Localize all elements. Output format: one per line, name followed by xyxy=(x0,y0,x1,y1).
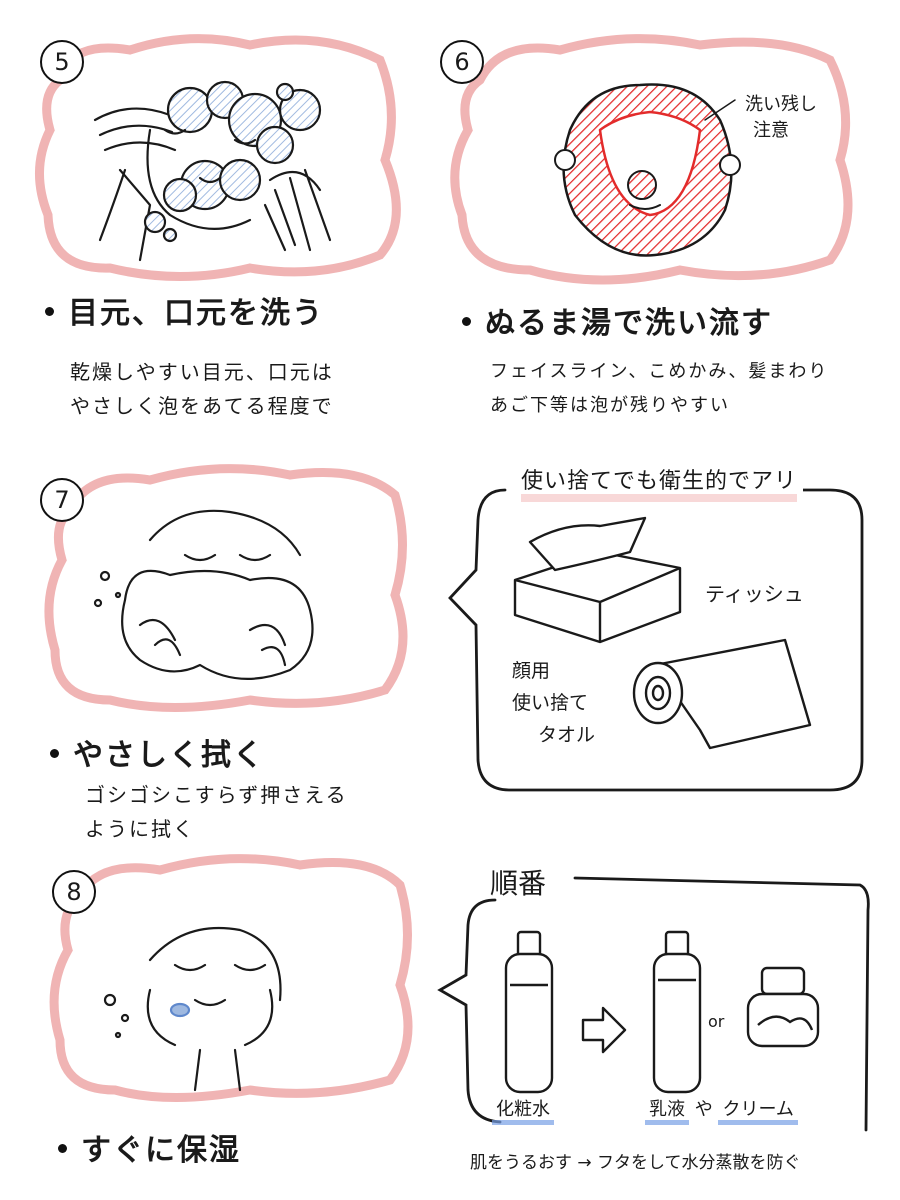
order-panel-footer: 肌をうるおす → フタをして水分蒸散を防ぐ xyxy=(470,1153,801,1173)
step-5-heading-text: 目元、口元を洗う xyxy=(68,296,324,331)
annotation-line-2: 注意 xyxy=(753,120,789,141)
arrow-right-icon xyxy=(581,1006,627,1054)
step-8-heading-text: すぐに保湿 xyxy=(81,1133,241,1168)
towel-tip-bubble xyxy=(448,488,864,792)
bullet-dot xyxy=(45,307,54,316)
step-number-7: 7 xyxy=(40,478,84,522)
tissue-label: ティッシュ xyxy=(705,582,804,606)
step-7-description-line-1: ゴシゴシこすらず押さえる xyxy=(85,783,348,807)
milk-label-text: 乳液 xyxy=(645,1099,689,1125)
order-panel-title: 順番 xyxy=(490,867,547,900)
bullet-dot xyxy=(58,1144,67,1153)
cloud-frame-5 xyxy=(35,34,401,281)
step-6-description-line-1: フェイスライン、こめかみ、髪まわり xyxy=(490,361,829,382)
cream-label-text: クリーム xyxy=(718,1099,798,1125)
step-5-description-line-1: 乾燥しやすい目元、口元は xyxy=(70,360,334,384)
order-or-label: or xyxy=(708,1012,725,1031)
towel-tip-title: 使い捨てでも衛生的でアリ xyxy=(515,463,804,502)
lotion-label-text: 化粧水 xyxy=(492,1099,554,1125)
face-rinse-illustration xyxy=(554,83,741,257)
cloud-frame-8 xyxy=(49,854,413,1102)
order-item-milk-cream-label: 乳液 や クリーム xyxy=(645,1095,798,1125)
step-8-heading: すぐに保湿 xyxy=(58,1125,247,1169)
step-5-heading: 目元、口元を洗う xyxy=(45,288,330,332)
step-6-description: フェイスライン、こめかみ、髪まわり あご下等は泡が残りやすい xyxy=(490,355,828,423)
connector-text: や xyxy=(694,1099,713,1120)
towel-label-line-3: タオル xyxy=(538,724,596,746)
bottle-milk-illustration xyxy=(652,930,702,1094)
order-panel-bracket xyxy=(437,876,870,1132)
step-7-heading: やさしく拭く xyxy=(50,730,271,774)
towel-wiping-illustration xyxy=(93,509,314,680)
face-towel-label: 顔用 使い捨て タオル xyxy=(512,655,595,751)
cream-jar-illustration xyxy=(746,966,820,1048)
towel-tip-title-text: 使い捨てでも衛生的でアリ xyxy=(521,469,798,502)
tissue-box-illustration xyxy=(513,516,682,644)
step-number-8: 8 xyxy=(52,870,96,914)
step-7-description: ゴシゴシこすらず押さえる ように拭く xyxy=(85,778,348,846)
towel-label-line-2: 使い捨て xyxy=(512,692,589,714)
step-5-description: 乾燥しやすい目元、口元は やさしく泡をあてる程度で xyxy=(70,355,334,423)
bullet-dot xyxy=(462,317,471,326)
towel-label-line-1: 顔用 xyxy=(512,660,551,682)
paper-towel-illustration xyxy=(632,638,812,750)
annotation-line-1: 洗い残し xyxy=(745,94,817,115)
step-number-5: 5 xyxy=(40,40,84,84)
step-6-heading: ぬるま湯で洗い流す xyxy=(462,298,779,342)
bullet-dot xyxy=(50,749,59,758)
step-6-heading-text: ぬるま湯で洗い流す xyxy=(485,306,773,341)
rinse-caution-annotation: 洗い残し 注意 xyxy=(745,92,817,144)
face-foam-illustration xyxy=(93,80,332,262)
bottle-lotion-illustration xyxy=(504,930,554,1094)
order-item-lotion-label: 化粧水 xyxy=(492,1095,554,1125)
step-6-description-line-2: あご下等は泡が残りやすい xyxy=(490,395,730,416)
cloud-frame-7 xyxy=(44,464,408,712)
cloud-frame-6 xyxy=(450,34,853,285)
moisturizing-face-illustration xyxy=(103,926,282,1092)
step-7-description-line-2: ように拭く xyxy=(85,817,195,841)
step-number-6: 6 xyxy=(440,40,484,84)
step-7-heading-text: やさしく拭く xyxy=(73,738,265,773)
step-5-description-line-2: やさしく泡をあてる程度で xyxy=(70,394,334,418)
